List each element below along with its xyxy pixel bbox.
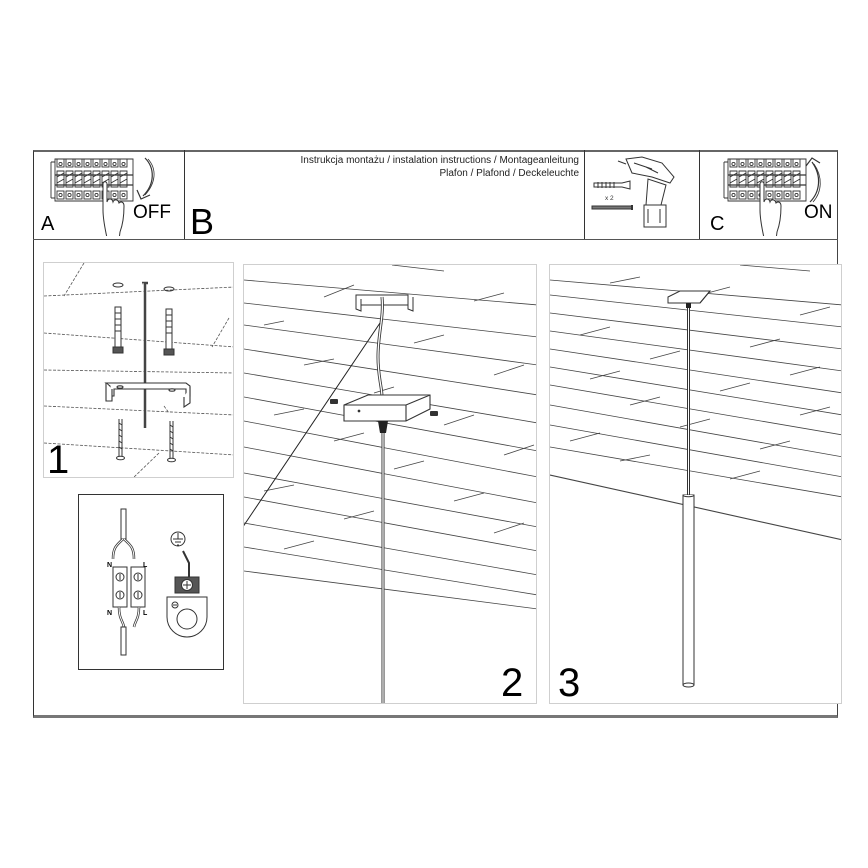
panel-step-1: 1 (43, 262, 234, 478)
pendant-lamp-tube (682, 494, 695, 688)
step-1-number: 1 (47, 438, 70, 478)
wall-plug-icon (112, 306, 124, 354)
panel-step-2: 2 (243, 264, 537, 704)
ground-symbol-icon (170, 531, 186, 547)
ground-terminal (166, 576, 208, 638)
terminal-label-n-bottom: N (107, 610, 112, 617)
title-line-2: Plafon / Plafond / Deckeleuchte (439, 167, 579, 179)
drill-hole (163, 286, 175, 292)
quantity-label: x 2 (605, 195, 614, 202)
terminal-label-n-top: N (107, 562, 112, 569)
mounting-bracket (355, 294, 414, 312)
ceiling-planks (44, 263, 233, 477)
drill-icon (617, 156, 675, 228)
ceiling-planks (244, 265, 536, 610)
terminal-block (112, 566, 146, 608)
canopy-screw (330, 399, 438, 416)
wall-plug-icon (163, 308, 175, 356)
terminal-label-l-top: L (143, 562, 148, 569)
step-c-box: C ON (700, 150, 838, 239)
step-b-letter: B (190, 201, 215, 242)
step-a-off-label: OFF (133, 202, 171, 223)
tools-box: x 2 (584, 150, 700, 239)
hand-icon (102, 181, 125, 236)
screw-icon (167, 421, 176, 463)
terminal-label-l-bottom: L (143, 610, 148, 617)
lamp-canopy (343, 394, 431, 422)
screw-icon (591, 205, 633, 210)
cable-gland (378, 421, 388, 433)
callout-line (244, 322, 381, 527)
step-3-number: 3 (558, 661, 581, 704)
circuit-breaker-icon (50, 158, 134, 236)
header-divider (33, 239, 838, 240)
panel-step-3: 3 (549, 264, 842, 704)
step-2-number: 2 (501, 661, 524, 704)
step-c-letter: C (710, 213, 725, 235)
wall-plug-icon (593, 180, 631, 190)
wiring-detail-inset: N L N L (78, 494, 224, 670)
step-a-letter: A (41, 213, 55, 235)
circuit-breaker-icon (723, 158, 807, 236)
title-line-1: Instrukcja montażu / instalation instruc… (300, 155, 580, 166)
ceiling-planks (550, 265, 841, 541)
mounting-bracket (104, 382, 191, 409)
screw-icon (116, 419, 125, 461)
step-a-box: A OFF (33, 150, 185, 239)
arrow-up-curved-icon (805, 157, 821, 203)
lamp-canopy (667, 290, 712, 304)
step-c-on-label: ON (804, 202, 833, 223)
hand-icon (759, 181, 782, 236)
page-title: Instrukcja montażu / instalation instruc… (260, 155, 580, 180)
arrow-down-curved-icon (136, 157, 155, 200)
drill-hole (112, 282, 124, 288)
cable-sheath (120, 508, 127, 540)
cable-gland (686, 303, 691, 308)
